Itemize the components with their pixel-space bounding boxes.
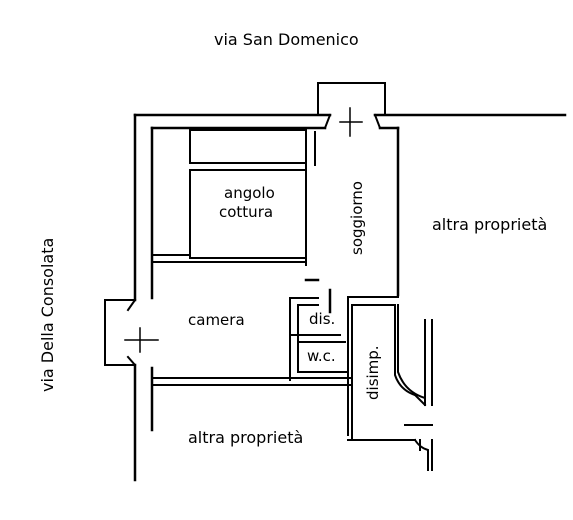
- bedroom-label: camera: [188, 311, 245, 329]
- street-west-label: via Della Consolata: [38, 237, 57, 392]
- storage-label: dis.: [309, 310, 336, 328]
- kitchen-label-line1: angolo: [224, 184, 275, 202]
- neighbor-east-label: altra proprietà: [432, 215, 548, 234]
- kitchen-label-line2: cottura: [219, 203, 274, 221]
- street-north-label: via San Domenico: [214, 30, 359, 49]
- neighbor-south-label: altra proprietà: [188, 428, 304, 447]
- hallway-label: disimp.: [364, 345, 382, 400]
- toilet-label: w.c.: [307, 347, 336, 365]
- east-openings: [404, 319, 433, 471]
- interior-partitions: [151, 278, 351, 431]
- hallway-walls: [347, 296, 427, 441]
- north-balcony: [317, 82, 386, 137]
- kitchen-cabinets: [151, 129, 316, 266]
- west-bay: [104, 298, 159, 367]
- living-room-label: soggiorno: [348, 181, 366, 255]
